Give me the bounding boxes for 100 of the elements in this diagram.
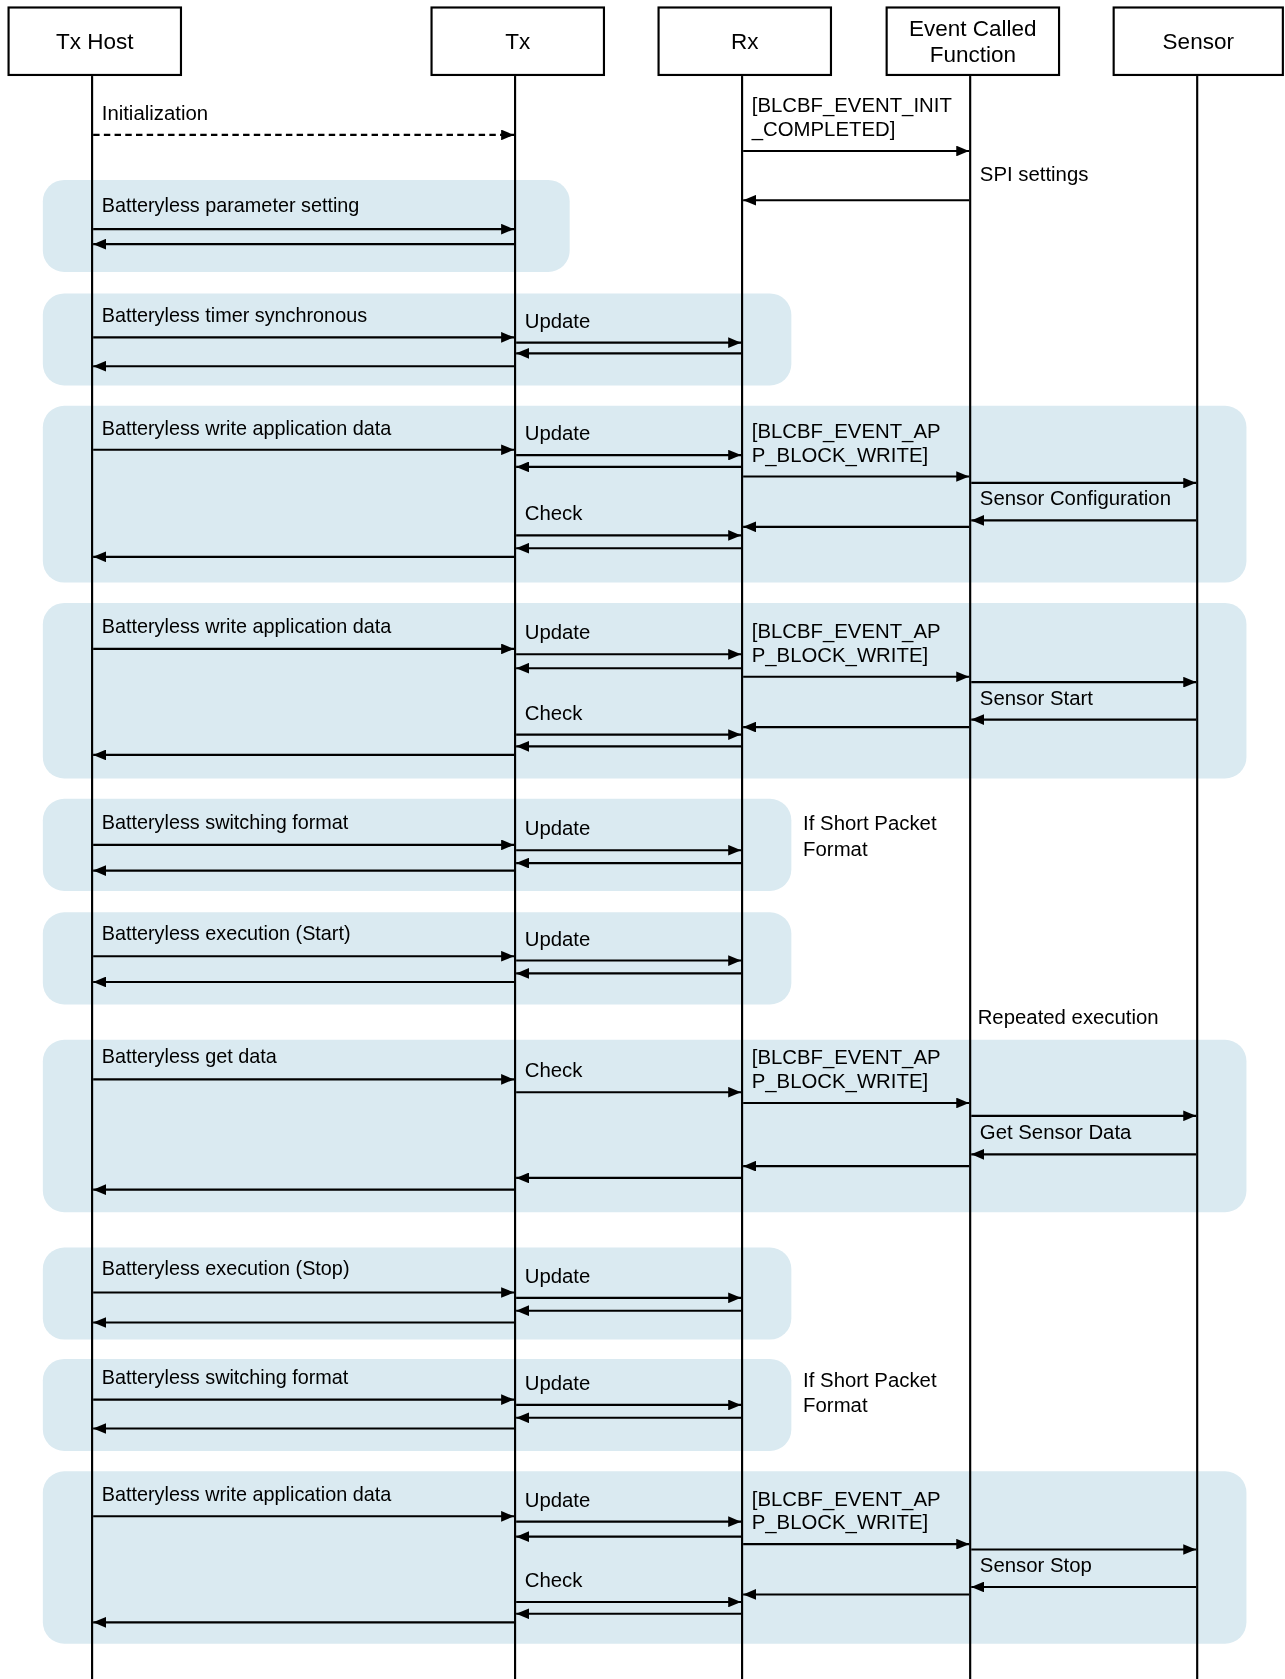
arrow	[516, 1292, 741, 1304]
arrow	[743, 671, 970, 683]
arrow	[516, 857, 741, 869]
arrow	[743, 145, 970, 157]
group-title: Batteryless switching format	[101, 809, 349, 836]
edge-label: Update	[524, 309, 591, 334]
arrow	[516, 530, 741, 541]
edge-label: Update	[524, 1264, 591, 1289]
group-title: Batteryless write application data	[101, 1482, 392, 1508]
arrow	[743, 1538, 970, 1550]
arrow	[743, 521, 970, 533]
edge-label: [BLCBF_EVENT_AP P_BLOCK_WRITE]	[751, 620, 942, 668]
edge-label: Sensor Configuration	[979, 487, 1171, 511]
arrow	[971, 1110, 1197, 1122]
arrow	[743, 194, 970, 206]
arrow	[93, 1616, 514, 1628]
arrow	[93, 551, 514, 563]
note-text: If Short Packet Format	[803, 1367, 938, 1419]
edge-label: Sensor Start	[979, 686, 1093, 710]
arrow	[516, 461, 741, 473]
group-title: Batteryless timer synchronous	[101, 303, 368, 329]
arrow	[516, 741, 741, 752]
arrow	[971, 477, 1197, 489]
edge-label: Update	[524, 927, 591, 951]
arrow	[93, 839, 514, 851]
edge-label: Update	[524, 621, 591, 645]
lifeline-header: Tx	[430, 6, 605, 77]
arrow	[93, 1074, 514, 1085]
arrow	[971, 515, 1197, 526]
arrow	[93, 749, 514, 761]
group-title: Batteryless write application data	[101, 415, 392, 442]
edge-label: Check	[524, 701, 583, 725]
arrow	[93, 1510, 514, 1522]
arrow	[516, 729, 741, 740]
lifeline-header: Event Called Function	[885, 6, 1061, 77]
arrow	[516, 648, 741, 660]
arrow	[93, 238, 514, 250]
arrow	[516, 337, 741, 348]
arrow	[93, 444, 514, 456]
arrow	[743, 1589, 970, 1600]
edge-label: Sensor Stop	[979, 1553, 1092, 1578]
arrow	[93, 223, 514, 235]
group-title: Batteryless write application data	[101, 613, 392, 640]
edge-label: [BLCBF_EVENT_AP P_BLOCK_WRITE]	[751, 1046, 942, 1094]
arrow	[743, 721, 970, 733]
dashed-arrow	[93, 129, 514, 141]
edge-label: Check	[524, 1059, 583, 1083]
arrow	[93, 1394, 514, 1405]
arrow	[516, 1608, 741, 1620]
arrow	[93, 950, 514, 962]
arrow	[516, 1305, 741, 1317]
edge-label: Update	[524, 1371, 591, 1396]
edge-label: Initialization	[101, 101, 209, 126]
arrow	[93, 1287, 514, 1298]
lifeline-header: Sensor	[1112, 6, 1284, 77]
arrow	[93, 643, 514, 655]
lifeline-header: Rx	[657, 6, 833, 77]
arrow	[93, 1317, 514, 1328]
arrow	[516, 1516, 741, 1527]
group-title: Batteryless parameter setting	[101, 192, 360, 219]
arrow	[516, 1399, 741, 1411]
arrow	[93, 1184, 514, 1196]
group-title: Batteryless get data	[101, 1044, 277, 1070]
arrow	[516, 955, 741, 966]
arrow	[93, 865, 514, 876]
arrow	[93, 976, 514, 988]
arrow	[516, 1086, 741, 1098]
group-title: Batteryless execution (Start)	[101, 921, 351, 947]
edge-label: [BLCBF_EVENT_AP P_BLOCK_WRITE]	[751, 1487, 942, 1535]
edge-label: [BLCBF_EVENT_AP P_BLOCK_WRITE]	[751, 419, 942, 467]
group-title: Batteryless execution (Stop)	[101, 1256, 350, 1282]
arrow	[971, 1581, 1197, 1593]
group-title: Batteryless switching format	[101, 1364, 349, 1390]
arrow	[971, 1149, 1197, 1160]
arrow	[93, 1423, 514, 1434]
arrow	[971, 1544, 1197, 1555]
edge-label: Update	[524, 817, 591, 841]
edge-label: Update	[524, 1488, 591, 1512]
arrow	[93, 360, 514, 372]
edge-label: Check	[524, 502, 583, 526]
edge-label: Update	[524, 421, 591, 446]
arrow	[516, 968, 741, 979]
arrow	[516, 844, 741, 856]
note-text: If Short Packet Format	[803, 810, 938, 862]
arrow	[516, 1531, 741, 1542]
arrow	[93, 331, 514, 343]
arrow	[971, 676, 1197, 688]
arrow	[516, 662, 741, 674]
arrow	[743, 1097, 970, 1109]
arrow	[516, 1172, 741, 1184]
lifeline-header: Tx Host	[7, 6, 183, 77]
edge-label: Check	[524, 1568, 583, 1593]
edge-label: SPI settings	[979, 162, 1089, 187]
arrow	[516, 1412, 741, 1424]
arrow	[743, 471, 970, 482]
arrow	[516, 348, 741, 359]
edge-label: Get Sensor Data	[979, 1121, 1132, 1145]
arrow	[516, 1596, 741, 1608]
arrow	[743, 1160, 970, 1172]
arrow	[971, 714, 1197, 725]
